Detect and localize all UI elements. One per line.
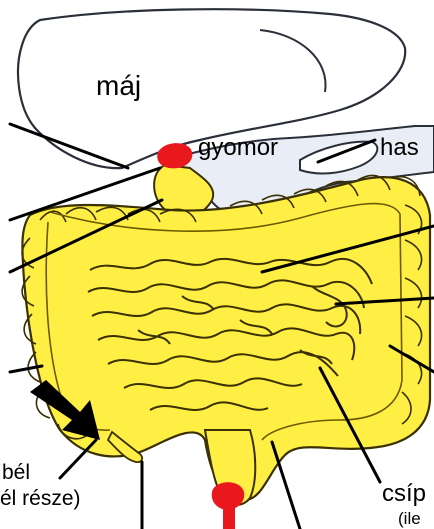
label-liver: máj [96, 72, 141, 100]
anal-sphincter [212, 482, 244, 510]
anal-canal [223, 508, 235, 529]
label-stomach: gyomor [198, 136, 278, 160]
label-appendix-partial-1: bél [2, 462, 30, 483]
label-appendix-partial-2: él része) [0, 488, 81, 509]
label-ileum-partial-2: (ile [398, 510, 421, 527]
label-pancreas-partial: has [380, 136, 419, 160]
label-ileum-partial-1: csíp [382, 482, 426, 506]
